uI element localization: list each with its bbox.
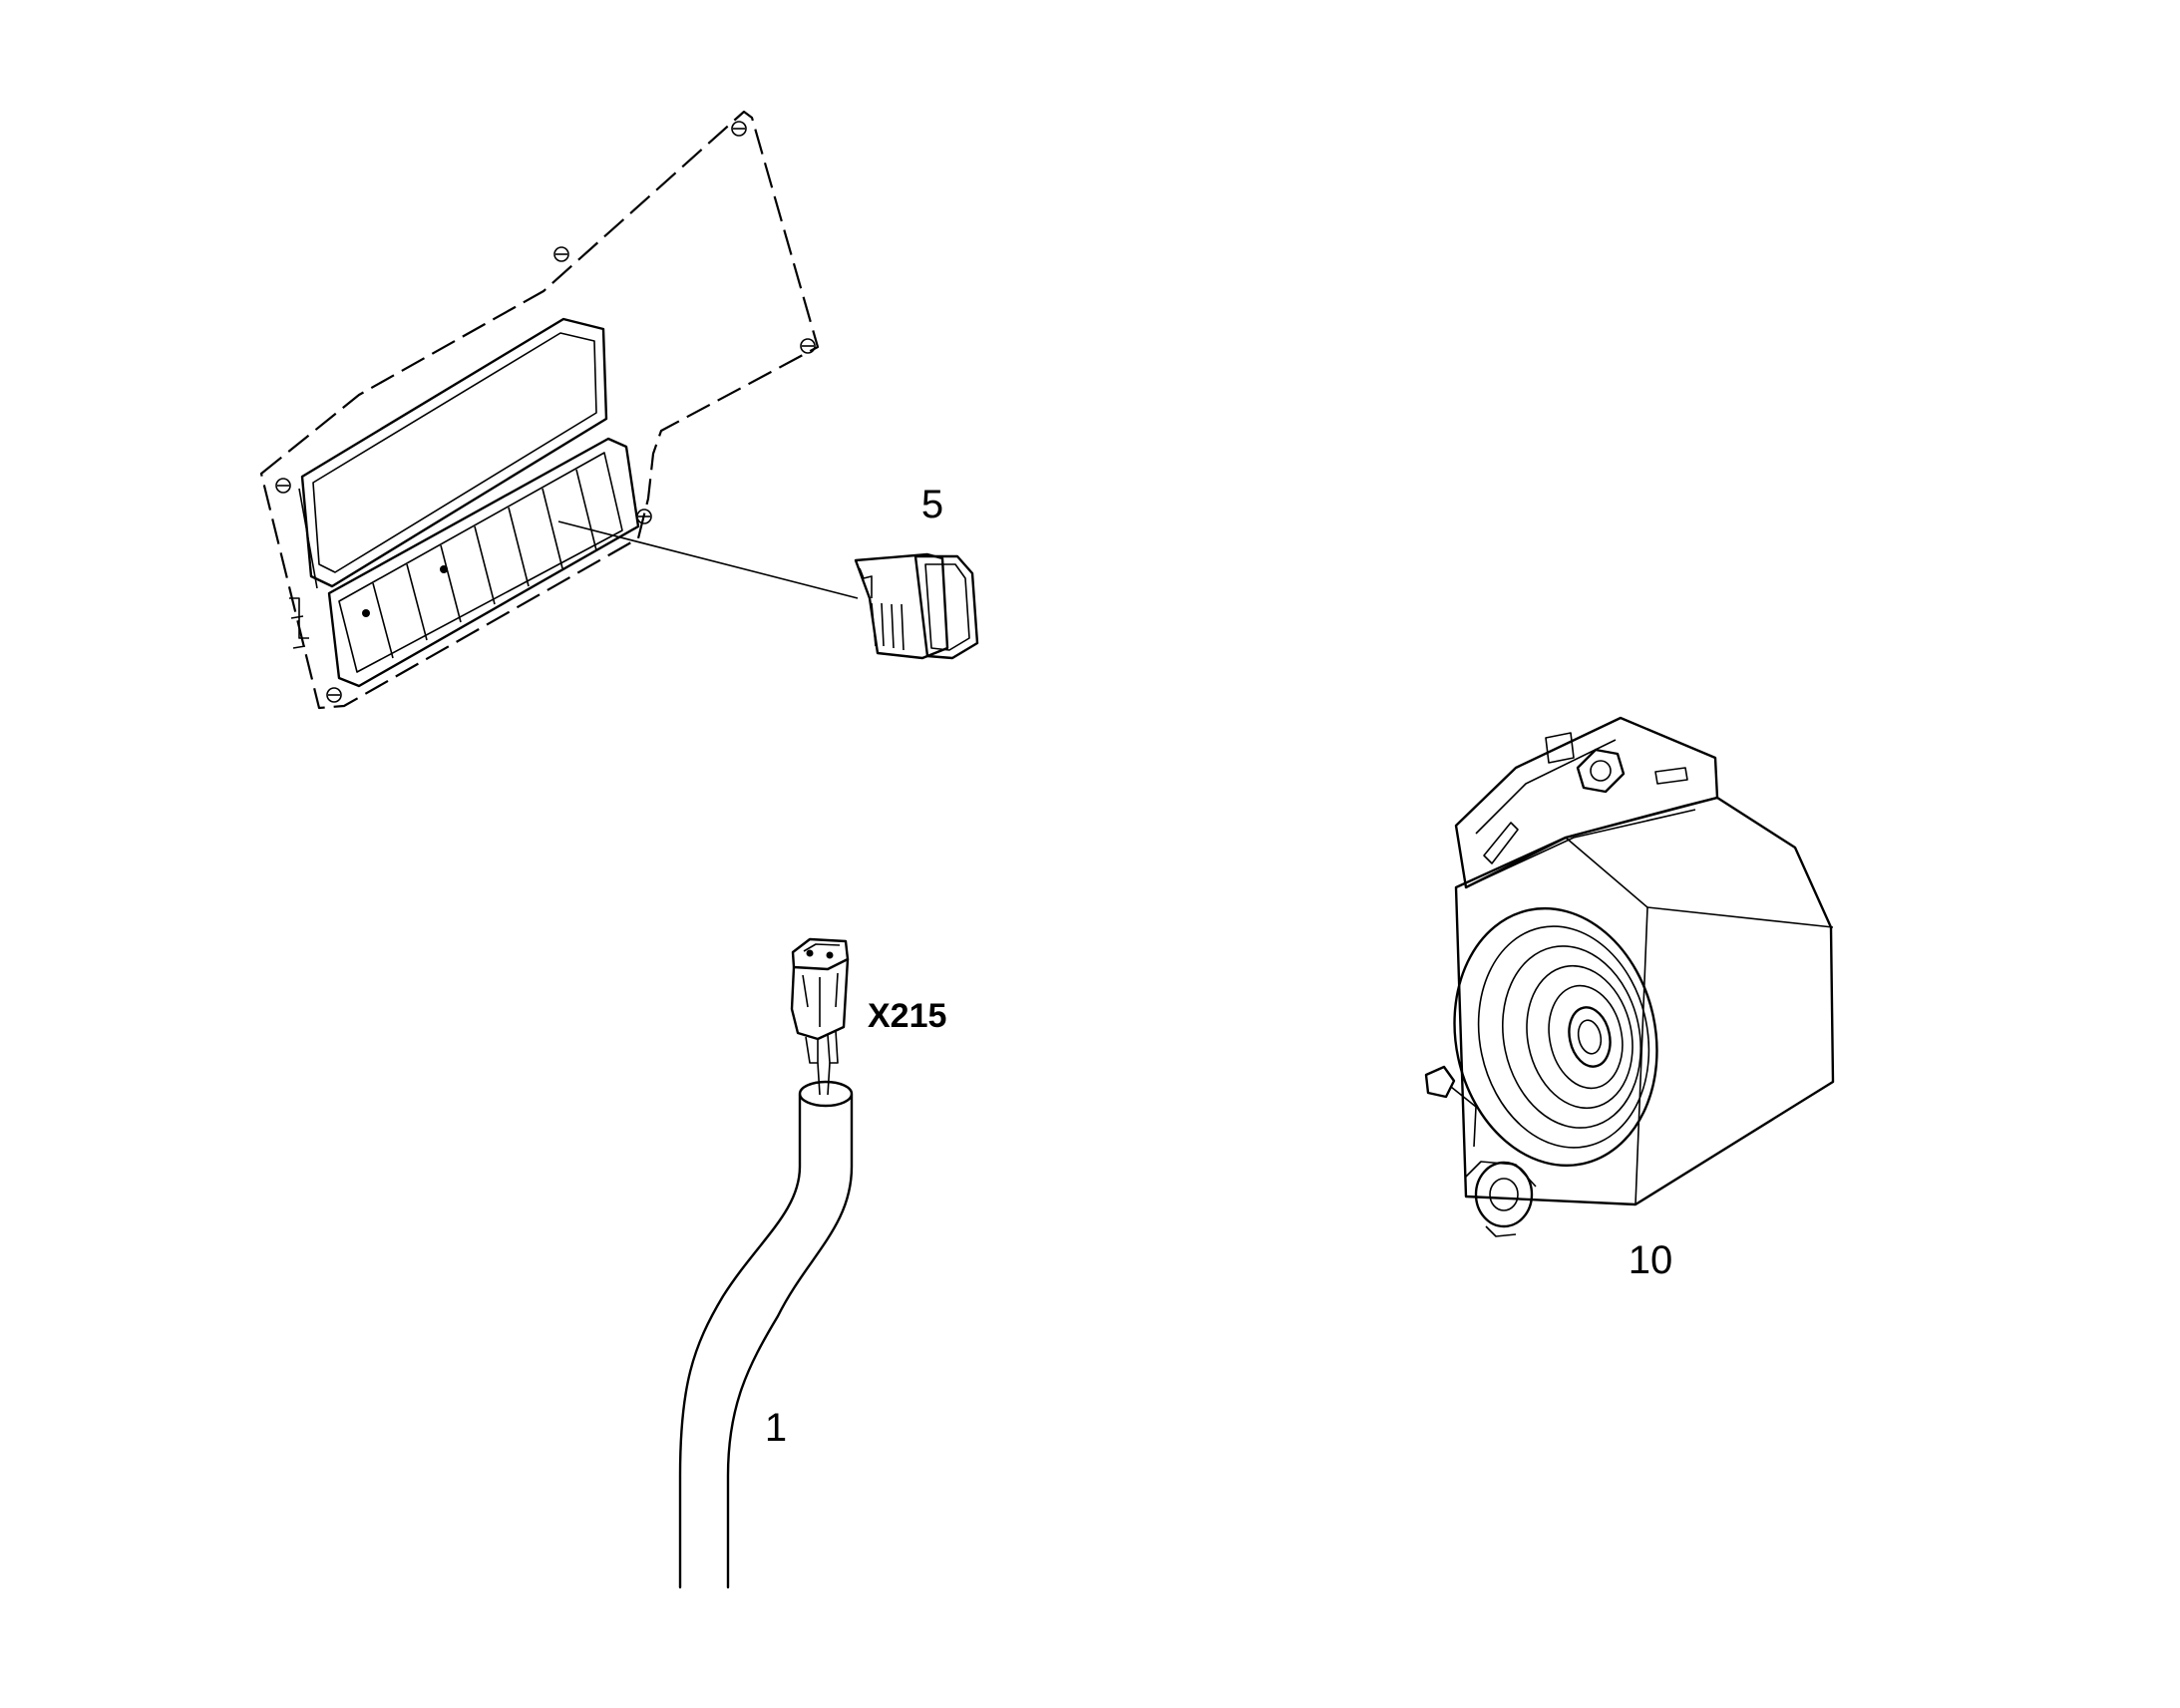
alarm-top-terminal (1545, 732, 1626, 794)
alarm-bracket (1454, 716, 1719, 889)
backup-alarm (1424, 716, 1835, 1237)
switch-leader-line (557, 520, 859, 599)
callout-10: 10 (1629, 1238, 1673, 1282)
cable-harness (678, 1080, 854, 1589)
callout-1: 1 (765, 1406, 787, 1450)
callout-5: 5 (921, 483, 943, 526)
panel-display-window (298, 317, 608, 589)
alarm-speaker-face (1453, 906, 1658, 1168)
switch-panel (259, 110, 859, 710)
callout-x215: X215 (868, 997, 946, 1035)
connector-x215 (790, 937, 850, 1096)
panel-dashed-outline (259, 110, 820, 710)
panel-switch-bank (289, 437, 640, 688)
panel-screws (275, 121, 816, 703)
alarm-bottom-terminal (1424, 1065, 1537, 1237)
rocker-switch (854, 552, 979, 660)
